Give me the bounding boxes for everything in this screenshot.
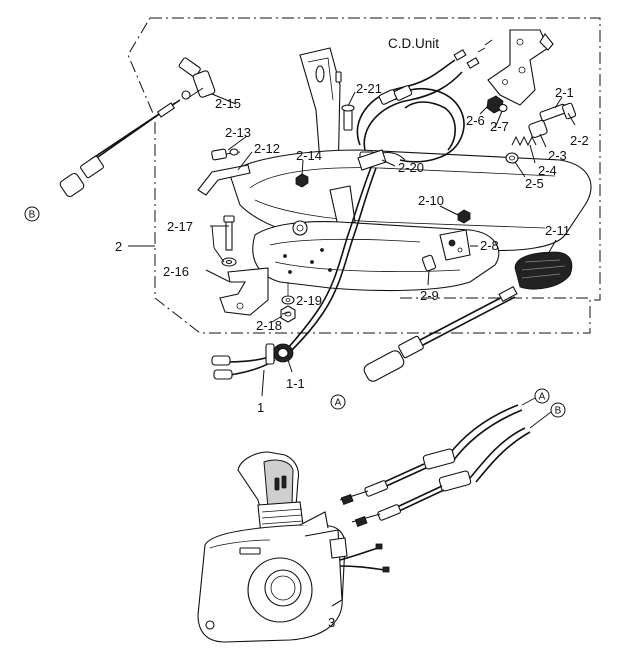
label-2-11: 2-11 <box>545 223 570 238</box>
part-2-16-bracket <box>219 215 296 323</box>
part-1-connectors <box>211 343 294 380</box>
label-1-1: 1-1 <box>286 376 305 391</box>
label-3: 3 <box>328 615 335 630</box>
label-2-15: 2-15 <box>215 96 241 111</box>
cable-marker-a-mid: A <box>330 394 346 410</box>
marker-b-text: B <box>29 210 36 221</box>
label-2-19: 2-19 <box>296 293 322 308</box>
cd-unit-label: C.D.Unit <box>388 36 439 51</box>
label-2-3: 2-3 <box>548 148 567 163</box>
part-2-11-cap <box>514 251 573 290</box>
part-2-8-plate <box>421 209 471 272</box>
label-2-13: 2-13 <box>225 125 251 140</box>
label-2-12: 2-12 <box>254 141 280 156</box>
label-2-8: 2-8 <box>480 238 499 253</box>
label-2-5: 2-5 <box>525 176 544 191</box>
cable-b-upper <box>59 57 216 198</box>
cable-a-upper <box>363 285 518 382</box>
label-2-6: 2-6 <box>466 113 485 128</box>
label-2: 2 <box>115 239 122 254</box>
label-2-17: 2-17 <box>167 219 193 234</box>
label-2-7: 2-7 <box>490 119 509 134</box>
part-2-21-screw <box>335 71 355 131</box>
label-1: 1 <box>257 400 264 415</box>
part-3-remote-control <box>197 451 390 643</box>
label-2-10: 2-10 <box>418 193 444 208</box>
marker-a-text: A <box>335 398 342 409</box>
assembly-boundary <box>127 17 601 334</box>
cable-marker-b-lower: B <box>550 402 566 418</box>
lead-wire <box>287 164 377 351</box>
label-2-18: 2-18 <box>256 318 282 333</box>
cable-marker-a-lower: A <box>534 388 550 404</box>
label-2-9: 2-9 <box>420 288 439 303</box>
label-2-21: 2-21 <box>356 81 382 96</box>
label-2-1: 2-1 <box>555 85 574 100</box>
part-2-12-bracket <box>197 148 251 196</box>
cable-marker-b-upper: B <box>24 206 40 222</box>
marker-b-text: B <box>555 406 562 417</box>
label-2-4: 2-4 <box>538 163 557 178</box>
engine-mount-body <box>229 47 592 292</box>
cd-unit-wiring <box>356 39 493 163</box>
label-2-16: 2-16 <box>163 264 189 279</box>
label-2-20: 2-20 <box>398 160 424 175</box>
lower-cables <box>339 404 531 527</box>
marker-a-text: A <box>539 392 546 403</box>
label-2-2: 2-2 <box>570 133 589 148</box>
upper-right-hardware <box>486 29 577 164</box>
label-2-14: 2-14 <box>296 148 322 163</box>
